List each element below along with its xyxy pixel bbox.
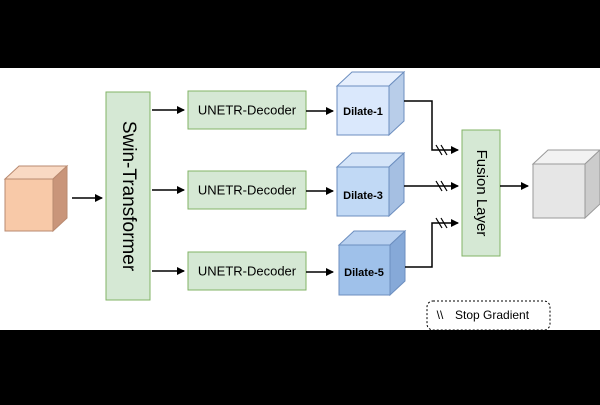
stop-gradient-mark-1 xyxy=(435,144,448,156)
swin-transformer-block: Swin-Transformer xyxy=(105,91,151,301)
decoder-box-3: UNETR-Decoder xyxy=(187,251,307,291)
dilate-5-label: Dilate-5 xyxy=(344,267,384,279)
dilate-3-cube: Dilate-3 xyxy=(335,151,406,218)
decoder-label-1: UNETR-Decoder xyxy=(198,102,297,117)
swin-transformer-label: Swin-Transformer xyxy=(118,121,139,272)
decoder-box-2: UNETR-Decoder xyxy=(187,170,307,210)
dilate-1-label: Dilate-1 xyxy=(343,106,383,118)
fusion-layer-block: Fusion Layer xyxy=(461,129,501,257)
connector-dilate-1-to-fusion xyxy=(404,100,459,154)
decoder-box-1: UNETR-Decoder xyxy=(187,90,307,130)
legend-label: Stop Gradient xyxy=(455,308,530,322)
fusion-layer-label: Fusion Layer xyxy=(473,150,490,237)
decoder-label-3: UNETR-Decoder xyxy=(198,263,297,278)
dilate-1-cube: Dilate-1 xyxy=(335,70,406,137)
decoder-label-2: UNETR-Decoder xyxy=(198,182,297,197)
output-cube xyxy=(531,149,600,220)
stop-gradient-mark-5 xyxy=(435,217,448,229)
legend-symbol: \\ xyxy=(437,308,444,322)
stop-gradient-legend: \\ Stop Gradient xyxy=(426,300,551,331)
stop-gradient-mark-3 xyxy=(435,180,448,192)
input-cube xyxy=(3,164,69,233)
connector-dilate-5-to-fusion xyxy=(405,219,459,268)
dilate-3-label: Dilate-3 xyxy=(343,190,383,202)
dilate-5-cube: Dilate-5 xyxy=(337,229,407,297)
